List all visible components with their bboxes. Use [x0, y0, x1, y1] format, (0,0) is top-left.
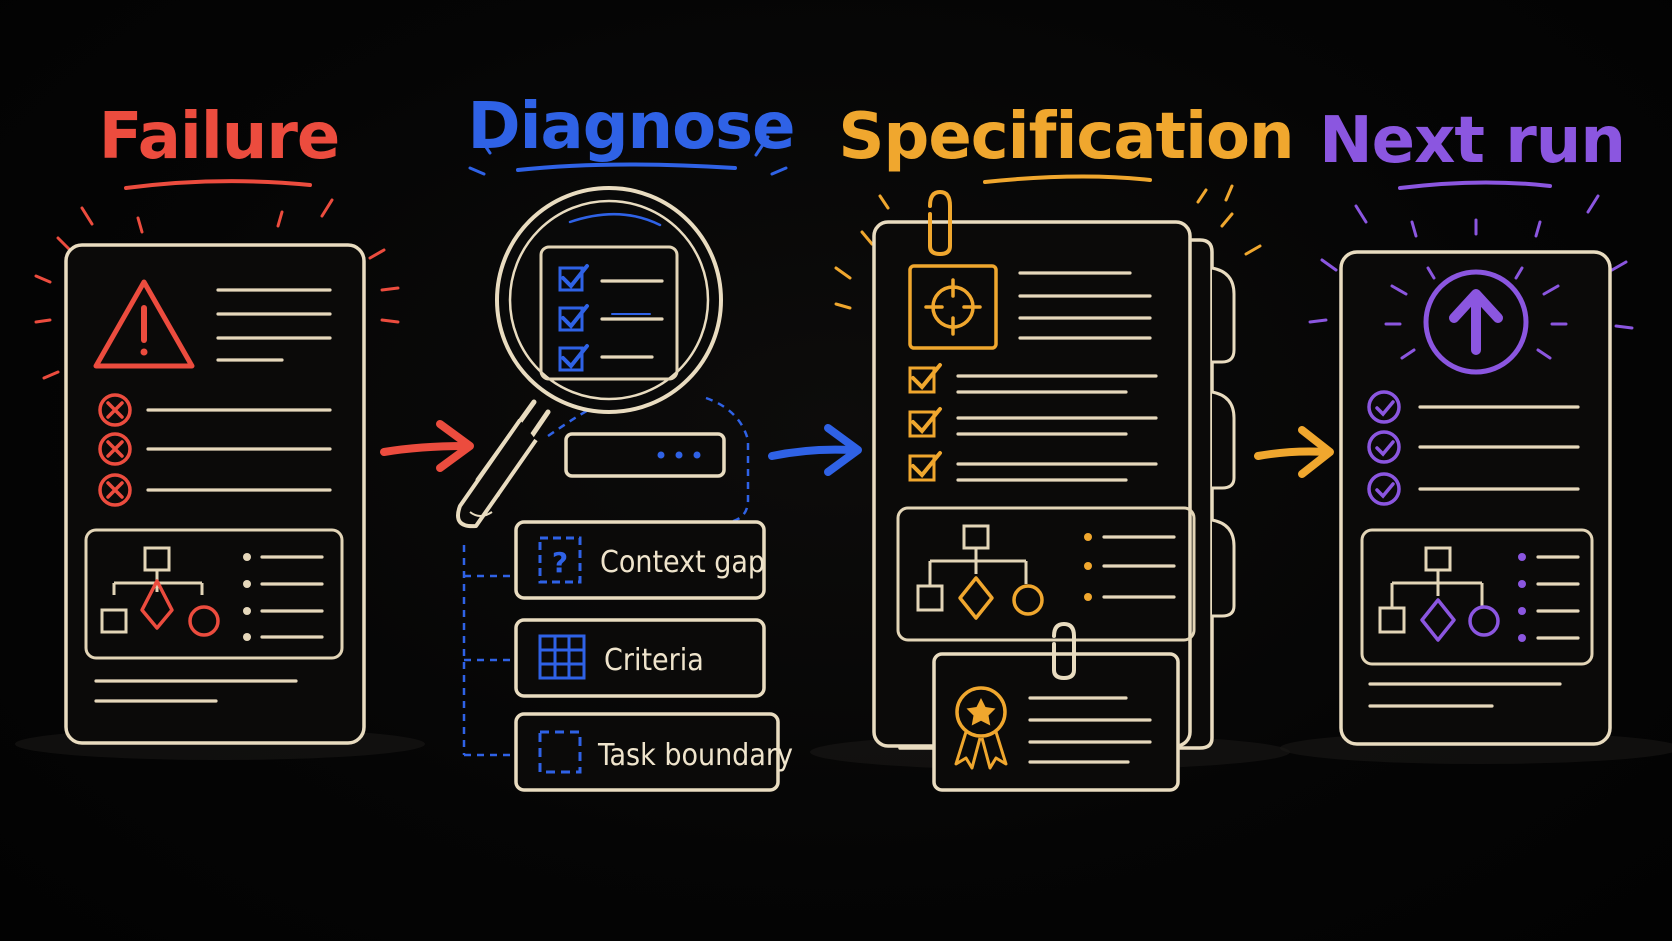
title-underline [983, 174, 1152, 184]
title-diagnose: Diagnose [467, 90, 796, 176]
title-underline [124, 179, 312, 190]
text-lines [1028, 696, 1152, 764]
flowchart-box [1360, 528, 1594, 666]
question-box-icon: ? [538, 536, 582, 584]
svg-text:?: ? [552, 546, 568, 579]
item-label: Task boundary [597, 738, 793, 773]
highlight-rays [834, 184, 1262, 310]
next-run-panel [1280, 194, 1672, 764]
warning-icon [93, 279, 195, 369]
title-underline [516, 162, 737, 172]
checkbox-icon [908, 363, 1158, 482]
flowchart-box [84, 528, 344, 660]
document-card [64, 243, 366, 745]
title-specification: Specification [838, 100, 1295, 184]
flowchart-box [896, 506, 1196, 642]
text-lines [1018, 271, 1152, 340]
stage-title: Failure [99, 100, 340, 174]
diagnose-item-context-gap: ? Context gap [514, 520, 766, 600]
specification-panel [810, 184, 1290, 792]
alert-rays [34, 198, 400, 380]
folder-tabs [1211, 266, 1236, 618]
title-underline [1398, 180, 1552, 190]
arrow-right-icon [1254, 426, 1334, 478]
sparkle-marks [468, 133, 788, 176]
ribbon-badge-icon [954, 686, 1008, 770]
dashed-connector [705, 396, 750, 524]
diagnose-item-task-boundary: Task boundary [514, 712, 793, 792]
diagnose-item-criteria: Criteria [514, 618, 766, 698]
stage-title: Next run [1319, 104, 1625, 178]
paperclip-icon [928, 189, 952, 257]
paperclip-icon [1052, 621, 1076, 681]
stage-title: Specification [838, 100, 1293, 174]
x-circle-icon [98, 473, 132, 507]
dashed-square-icon [538, 730, 582, 774]
crosshair-icon [908, 264, 998, 350]
arrow-up-circle-icon [1384, 266, 1568, 375]
title-next-run: Next run [1319, 104, 1626, 190]
item-label: Criteria [604, 643, 704, 678]
check-circle-icon [1367, 390, 1580, 506]
text-lines [216, 288, 332, 362]
magnifier-icon [456, 186, 723, 529]
label-card [514, 520, 766, 600]
flowchart-icon [916, 524, 1044, 620]
title-failure: Failure [99, 100, 340, 190]
x-circle-icon [98, 393, 132, 427]
progress-rays [1308, 194, 1634, 330]
document-card [1339, 250, 1612, 746]
diagnose-panel: ? Context gap Criteria Task boundary [456, 186, 793, 792]
ellipsis-field-icon [564, 432, 726, 478]
item-label: Context gap [600, 545, 765, 580]
checkbox-icon [558, 264, 664, 372]
failure-panel [15, 198, 425, 760]
grid-icon [538, 634, 586, 680]
arrow-right-icon [380, 420, 474, 472]
bullet-list [1084, 533, 1176, 601]
dashed-connector [462, 545, 514, 757]
flowchart-icon [100, 546, 220, 637]
bullet-list [243, 553, 324, 641]
bullet-list [1518, 553, 1580, 642]
stage-title: Diagnose [467, 90, 794, 164]
arrow-right-icon [768, 424, 862, 476]
x-circle-icon [98, 432, 132, 466]
flowchart-icon [1378, 546, 1500, 642]
